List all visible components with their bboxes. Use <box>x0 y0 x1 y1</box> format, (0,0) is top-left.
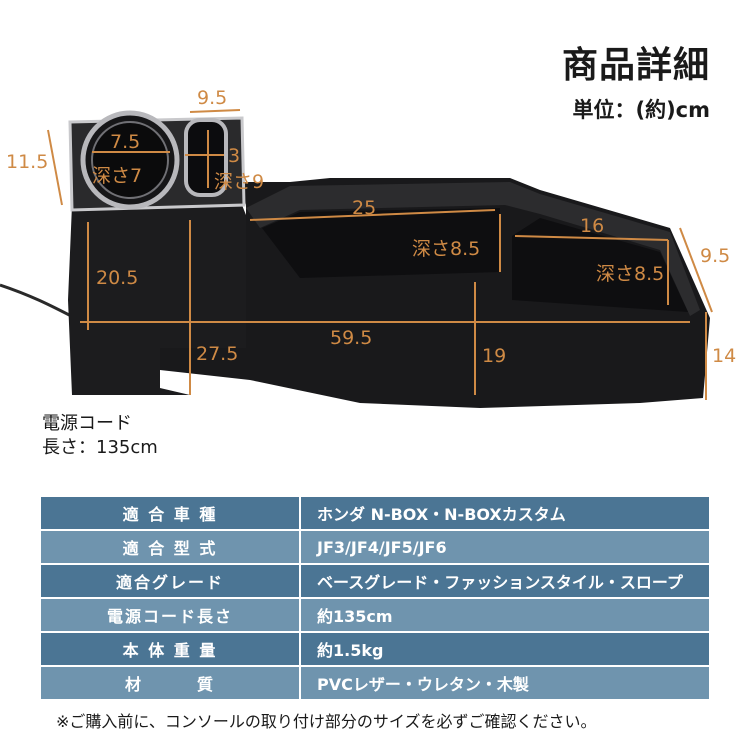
cord-info: 電源コード 長さ：135cm <box>42 412 158 460</box>
dim-front-body-height: 20.5 <box>96 267 138 289</box>
cord-length: 長さ：135cm <box>42 437 158 458</box>
table-row: 適合グレード ベースグレード・ファッションスタイル・スロープ <box>41 564 709 599</box>
dim-mid-height: 19 <box>482 345 506 367</box>
table-row: 適 合 型 式 JF3/JF4/JF5/JF6 <box>41 530 709 565</box>
console-top-lip <box>246 182 700 316</box>
spec-key: 適合グレード <box>41 564 300 599</box>
spec-key: 本 体 重 量 <box>41 632 300 667</box>
table-row: 本 体 重 量 約1.5kg <box>41 632 709 667</box>
spec-table: 適 合 車 種 ホンダ N-BOX・N-BOXカスタム 適 合 型 式 JF3/… <box>41 497 709 701</box>
dim-side-width: 9.5 <box>700 245 730 267</box>
spec-value: ホンダ N-BOX・N-BOXカスタム <box>299 497 709 531</box>
dim-rear-height: 14 <box>712 345 736 367</box>
dim-slot-depth: 深さ9 <box>214 171 264 193</box>
spec-value: PVCレザー・ウレタン・木製 <box>299 666 709 701</box>
spec-value: JF3/JF4/JF5/JF6 <box>299 530 709 565</box>
cord-label: 電源コード <box>42 413 132 434</box>
table-row: 材 質 PVCレザー・ウレタン・木製 <box>41 666 709 701</box>
dimension-lines <box>47 109 713 400</box>
spec-key: 電源コード長さ <box>41 598 300 633</box>
purchase-note: ※ご購入前に、コンソールの取り付け部分のサイズを必ずご確認ください。 <box>56 712 597 731</box>
spec-key: 適 合 車 種 <box>41 497 300 531</box>
compartment-rear <box>512 218 688 312</box>
spec-value: ベースグレード・ファッションスタイル・スロープ <box>299 564 709 599</box>
dim-total-height: 27.5 <box>196 343 238 365</box>
dim-front-height: 11.5 <box>6 151 48 173</box>
dim-cup-diameter: 7.5 <box>110 131 140 153</box>
dim-total-length: 59.5 <box>330 327 372 349</box>
spec-value: 約135cm <box>299 598 709 633</box>
phone-slot <box>184 118 228 197</box>
dim-rear-compartment: 16 <box>580 215 604 237</box>
dim-long-compartment: 25 <box>352 197 376 219</box>
unit-label: 単位：(約)cm <box>572 98 710 122</box>
dim-cup-depth: 深さ7 <box>92 165 142 187</box>
compartment-long <box>262 208 500 278</box>
spec-value: 約1.5kg <box>299 632 709 667</box>
dim-compartment-depth-2: 深さ8.5 <box>596 263 664 285</box>
cup-holder-inner <box>91 121 169 199</box>
product-diagram: 9.5 7.5 深さ7 3 深さ9 11.5 25 16 深さ8.5 深さ8.5… <box>0 87 736 408</box>
spec-key: 適 合 型 式 <box>41 530 300 565</box>
page-title: 商品詳細 <box>561 45 710 86</box>
spec-key: 材 質 <box>41 666 300 701</box>
table-row: 適 合 車 種 ホンダ N-BOX・N-BOXカスタム <box>41 497 709 531</box>
table-row: 電源コード長さ 約135cm <box>41 598 709 633</box>
dim-tray-width: 9.5 <box>197 87 227 109</box>
console-front-body <box>68 205 246 395</box>
dim-compartment-depth-1: 深さ8.5 <box>412 238 480 260</box>
dim-slot-width: 3 <box>228 145 240 167</box>
power-cord <box>0 283 76 320</box>
